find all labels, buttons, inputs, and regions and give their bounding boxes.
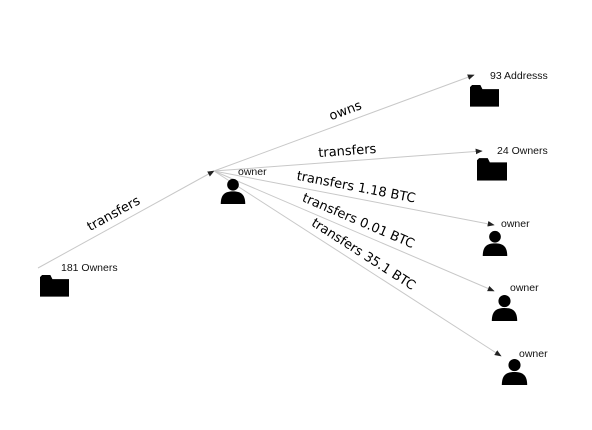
folder-icon [470, 85, 499, 107]
node-label: owner [501, 218, 530, 230]
node-label: 93 Addresss [490, 70, 548, 82]
node-label: 181 Owners [61, 262, 118, 274]
nodes: owner 181 Owners 93 Addresss 24 Owners owner… [40, 70, 548, 385]
edge-line [37, 170, 215, 269]
node-folder-181[interactable]: 181 Owners [40, 262, 118, 297]
node-owner-a[interactable]: owner [482, 218, 530, 256]
node-owner-b[interactable]: owner [491, 282, 539, 321]
edge-line [213, 170, 495, 227]
person-icon [482, 230, 508, 256]
person-icon [491, 295, 518, 321]
node-label: 24 Owners [497, 145, 548, 157]
edge-line [213, 170, 495, 292]
node-owner-c[interactable]: owner [501, 348, 548, 385]
edge-label: transfers [85, 193, 143, 234]
node-folder-24[interactable]: 24 Owners [477, 145, 548, 181]
edge-label: transfers [318, 142, 377, 161]
person-icon [501, 359, 528, 385]
node-label: owner [238, 166, 267, 178]
node-owner-center[interactable]: owner [220, 166, 267, 204]
edge-folder-181-to-owner-center: transfers [37, 170, 215, 269]
edge-line [213, 170, 502, 357]
edge-owner-center-to-folder-24: transfers [213, 142, 483, 172]
edge-line [213, 74, 475, 172]
folder-icon [40, 275, 69, 297]
node-label: owner [510, 282, 539, 294]
node-label: owner [519, 348, 548, 360]
edge-line [213, 148, 483, 172]
folder-icon [477, 158, 507, 181]
node-folder-93[interactable]: 93 Addresss [470, 70, 548, 107]
edge-label: owns [327, 98, 364, 124]
